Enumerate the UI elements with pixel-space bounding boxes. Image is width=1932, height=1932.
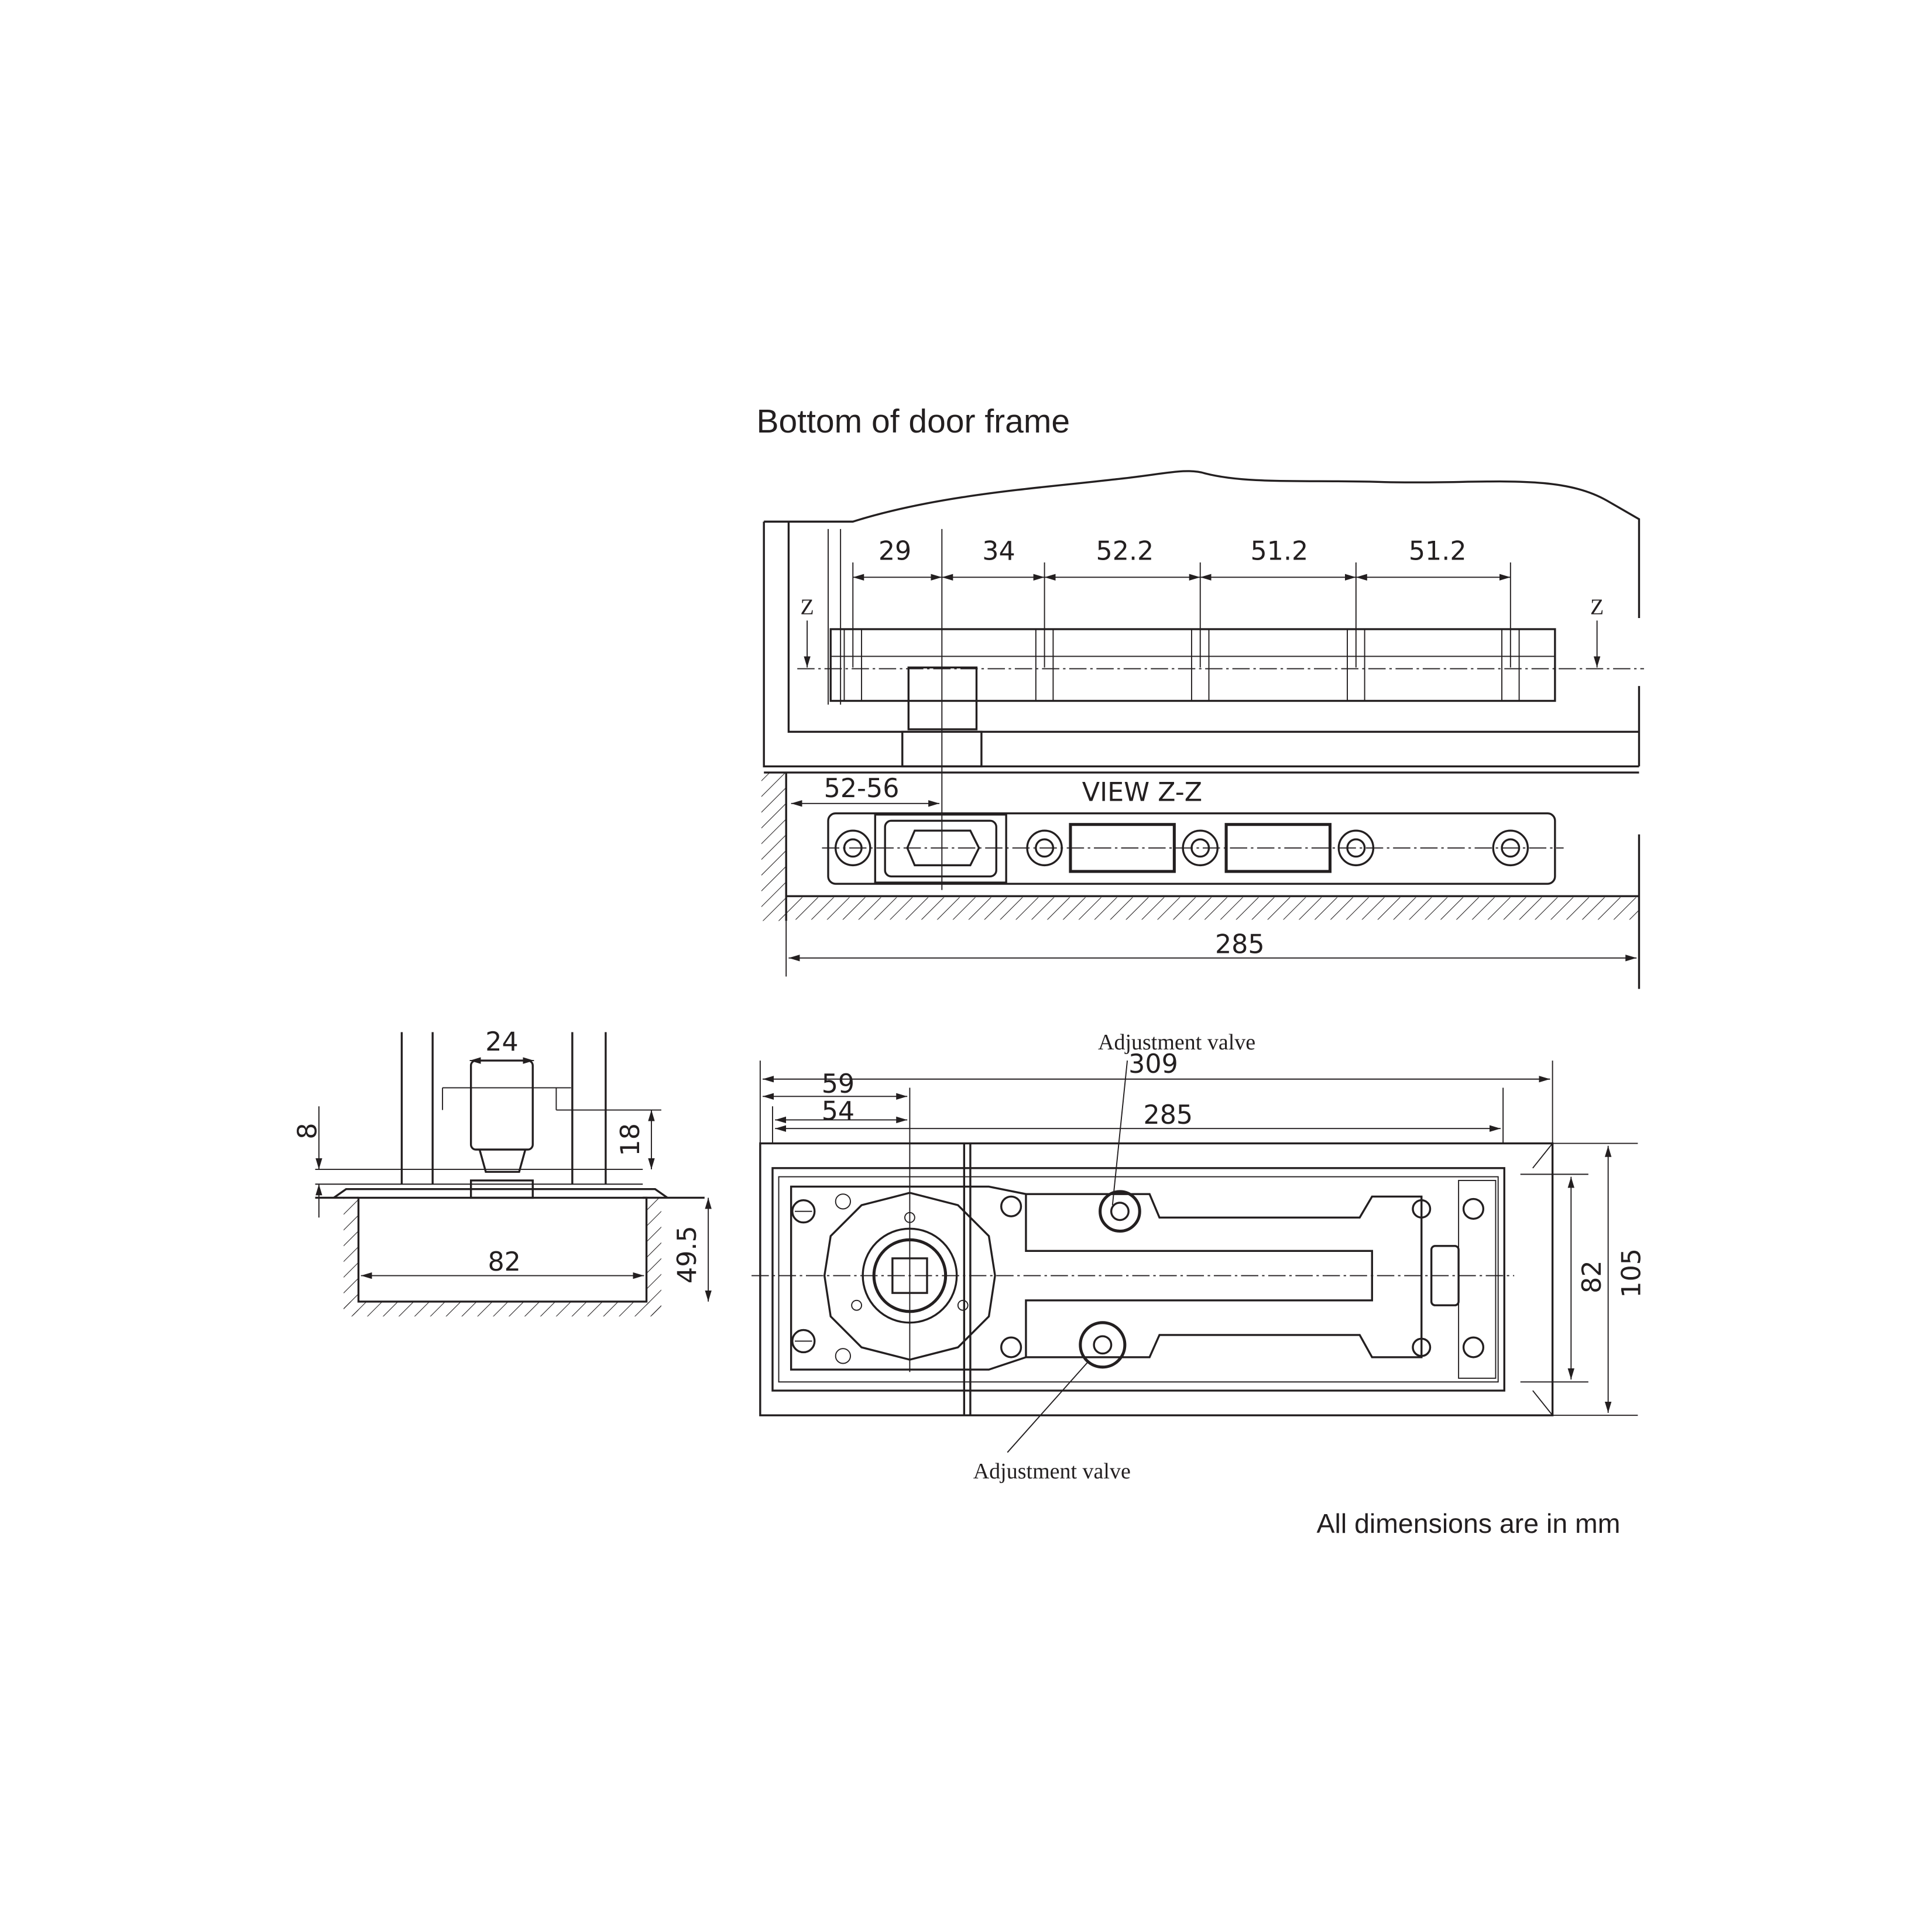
adjustment-valve-label-bottom: Adjustment valve (973, 1459, 1131, 1484)
dim-24: 24 (485, 1027, 518, 1057)
adjustment-valve-label-top: Adjustment valve (1098, 1030, 1255, 1055)
dim-59: 59 (822, 1069, 855, 1099)
dim-105: 105 (1617, 1248, 1647, 1298)
dim-285-plan: 285 (1143, 1100, 1193, 1130)
side-section-view: 24 82 8 18 49.5 (293, 1027, 712, 1317)
dim-49-5: 49.5 (672, 1226, 702, 1284)
screws (791, 1193, 1485, 1364)
section-mark-right: Z (1590, 595, 1604, 620)
screw-holes (843, 629, 1520, 702)
dim-52-56: 52-56 (824, 774, 900, 804)
dim-51-2-b: 51.2 (1409, 537, 1467, 567)
door-frame-section: 29 34 52.2 51.2 51.2 Z Z (763, 470, 1644, 890)
dim-285-top: 285 (1215, 929, 1265, 959)
drawing-title: Bottom of door frame (757, 403, 1070, 440)
dim-29: 29 (879, 537, 911, 567)
section-mark-left: Z (801, 595, 814, 620)
adjustment-valve-bottom (1079, 1321, 1127, 1369)
dim-309: 309 (1128, 1049, 1178, 1079)
units-note: All dimensions are in mm (1317, 1508, 1621, 1539)
dim-82-plan: 82 (1577, 1260, 1607, 1293)
dim-34: 34 (982, 537, 1015, 567)
mounting-holes (834, 829, 1529, 867)
plan-view: Adjustment valve 309 59 54 285 (751, 1030, 1647, 1484)
adjustment-valve-top (1099, 1190, 1141, 1233)
dim-8: 8 (293, 1123, 323, 1139)
view-label: VIEW Z-Z (1082, 778, 1202, 808)
view-z-z: VIEW Z-Z 52-56 285 (761, 772, 1641, 989)
dim-51-2-a: 51.2 (1251, 537, 1309, 567)
dim-52-2: 52.2 (1096, 537, 1154, 567)
dim-82-side: 82 (488, 1247, 520, 1277)
dim-18: 18 (616, 1123, 646, 1156)
dim-54: 54 (822, 1096, 855, 1126)
